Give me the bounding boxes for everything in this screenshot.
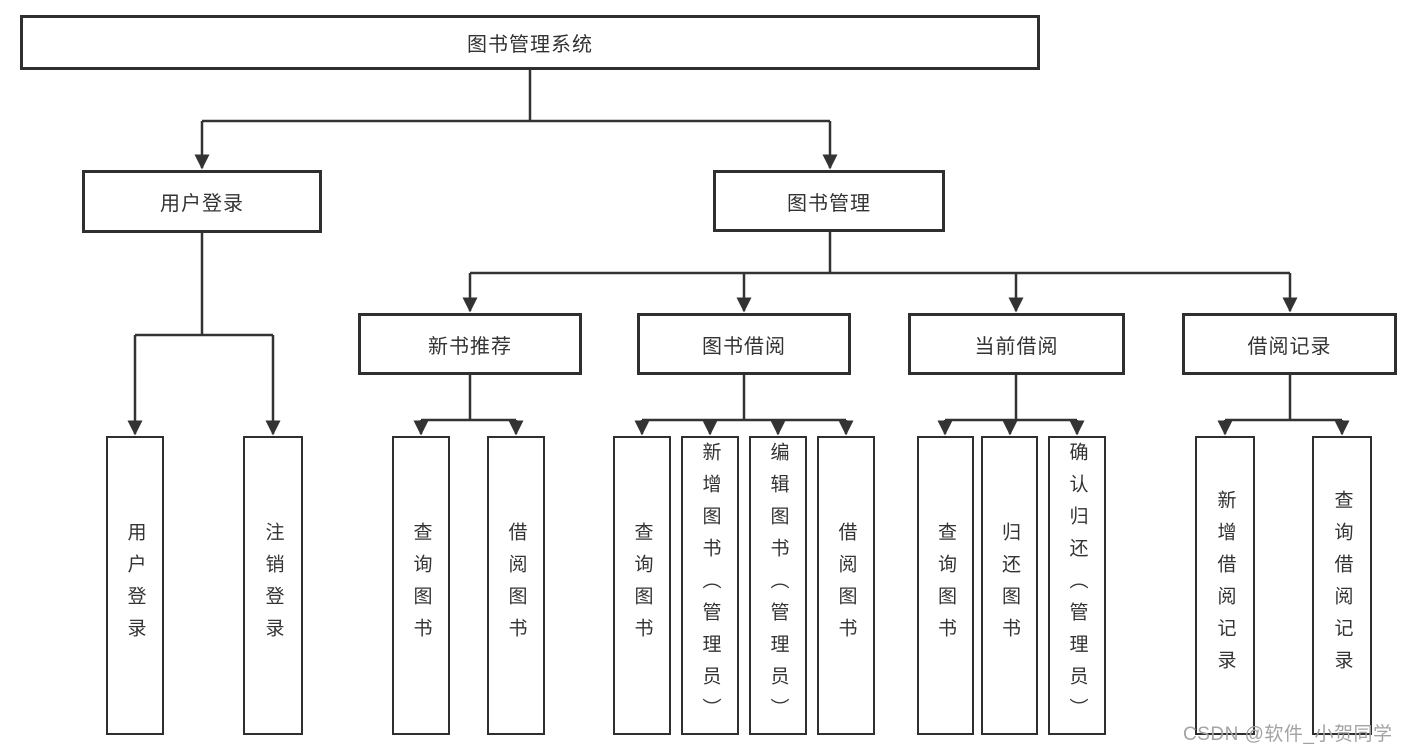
node-new-book-recommend: 新书推荐 [358,313,582,375]
node-label: 查询图书 [935,521,956,650]
node-label: 归还图书 [999,521,1020,650]
node-label: 查询图书 [631,521,653,650]
node-label: 编辑图书（管理员） [767,441,789,730]
leaf-confirm-return-admin: 确认归还（管理员） [1048,436,1106,735]
node-user-login: 用户登录 [82,170,322,233]
node-label: 用户登录 [124,521,146,650]
csdn-watermark: CSDN @软件_小贺同学 [1183,724,1393,745]
leaf-query-borrow-record: 查询借阅记录 [1312,436,1372,735]
node-label: 图书管理 [787,192,871,215]
node-label: 新增借阅记录 [1214,489,1236,682]
node-book-borrow: 图书借阅 [637,313,851,375]
leaf-add-borrow-record: 新增借阅记录 [1195,436,1255,735]
node-root: 图书管理系统 [20,15,1040,70]
node-label: 借阅记录 [1247,335,1332,358]
leaf-return-books: 归还图书 [981,436,1038,735]
leaf-query-books-borrow: 查询图书 [613,436,671,735]
leaf-edit-books-admin: 编辑图书（管理员） [749,436,807,735]
leaf-query-books-current: 查询图书 [917,436,974,735]
node-label: 用户登录 [160,193,244,215]
node-book-management: 图书管理 [713,170,945,232]
node-label: 查询图书 [410,521,432,650]
node-label: 图书借阅 [702,335,786,358]
node-current-borrow: 当前借阅 [908,313,1125,375]
leaf-add-books-admin: 新增图书（管理员） [681,436,739,735]
leaf-borrow-books-recommend: 借阅图书 [487,436,545,735]
node-label: 当前借阅 [974,335,1059,358]
leaf-query-books-recommend: 查询图书 [392,436,450,735]
node-label: 借阅图书 [835,521,857,650]
node-label: 新书推荐 [428,335,512,358]
node-label: 查询借阅记录 [1331,489,1353,682]
node-label: 图书管理系统 [467,34,593,56]
node-label: 新增图书（管理员） [699,441,721,730]
node-borrow-records: 借阅记录 [1182,313,1397,375]
leaf-borrow-books: 借阅图书 [817,436,875,735]
node-label: 借阅图书 [505,521,527,650]
node-label: 注销登录 [262,521,284,650]
leaf-user-login: 用户登录 [106,436,164,735]
leaf-logout: 注销登录 [243,436,303,735]
node-label: 确认归还（管理员） [1066,441,1088,730]
